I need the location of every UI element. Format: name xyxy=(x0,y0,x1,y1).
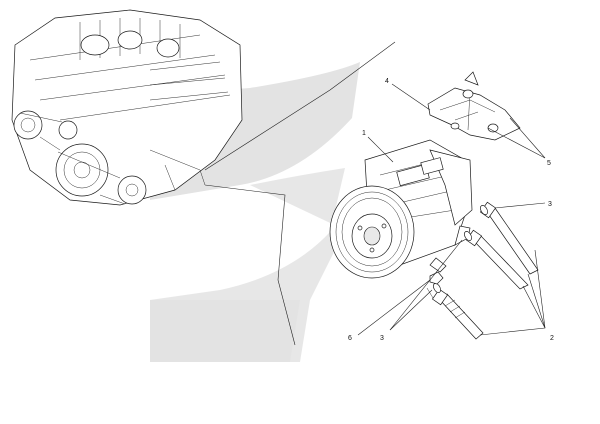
ac-compressor xyxy=(329,139,473,279)
callout-3-left: 3 xyxy=(380,335,384,342)
callout-6: 6 xyxy=(348,335,352,342)
engine-assembly xyxy=(11,9,243,206)
washer-left-a xyxy=(464,231,472,241)
callout-3-right: 3 xyxy=(548,201,552,208)
nut xyxy=(426,271,444,299)
callout-2: 2 xyxy=(550,335,554,342)
bolt-upper xyxy=(479,201,539,275)
callout-leaders xyxy=(357,83,546,336)
callout-labels: 1 4 5 3 2 3 6 xyxy=(348,78,554,342)
callout-1: 1 xyxy=(362,130,366,137)
connection-lines xyxy=(204,41,396,346)
washer-left-b xyxy=(433,283,441,293)
bolt-lower xyxy=(431,288,484,340)
bolt-middle xyxy=(465,229,529,290)
callout-4: 4 xyxy=(385,78,389,85)
callout-5: 5 xyxy=(547,160,551,167)
washer-right xyxy=(480,205,488,215)
mounting-bracket xyxy=(427,71,521,141)
